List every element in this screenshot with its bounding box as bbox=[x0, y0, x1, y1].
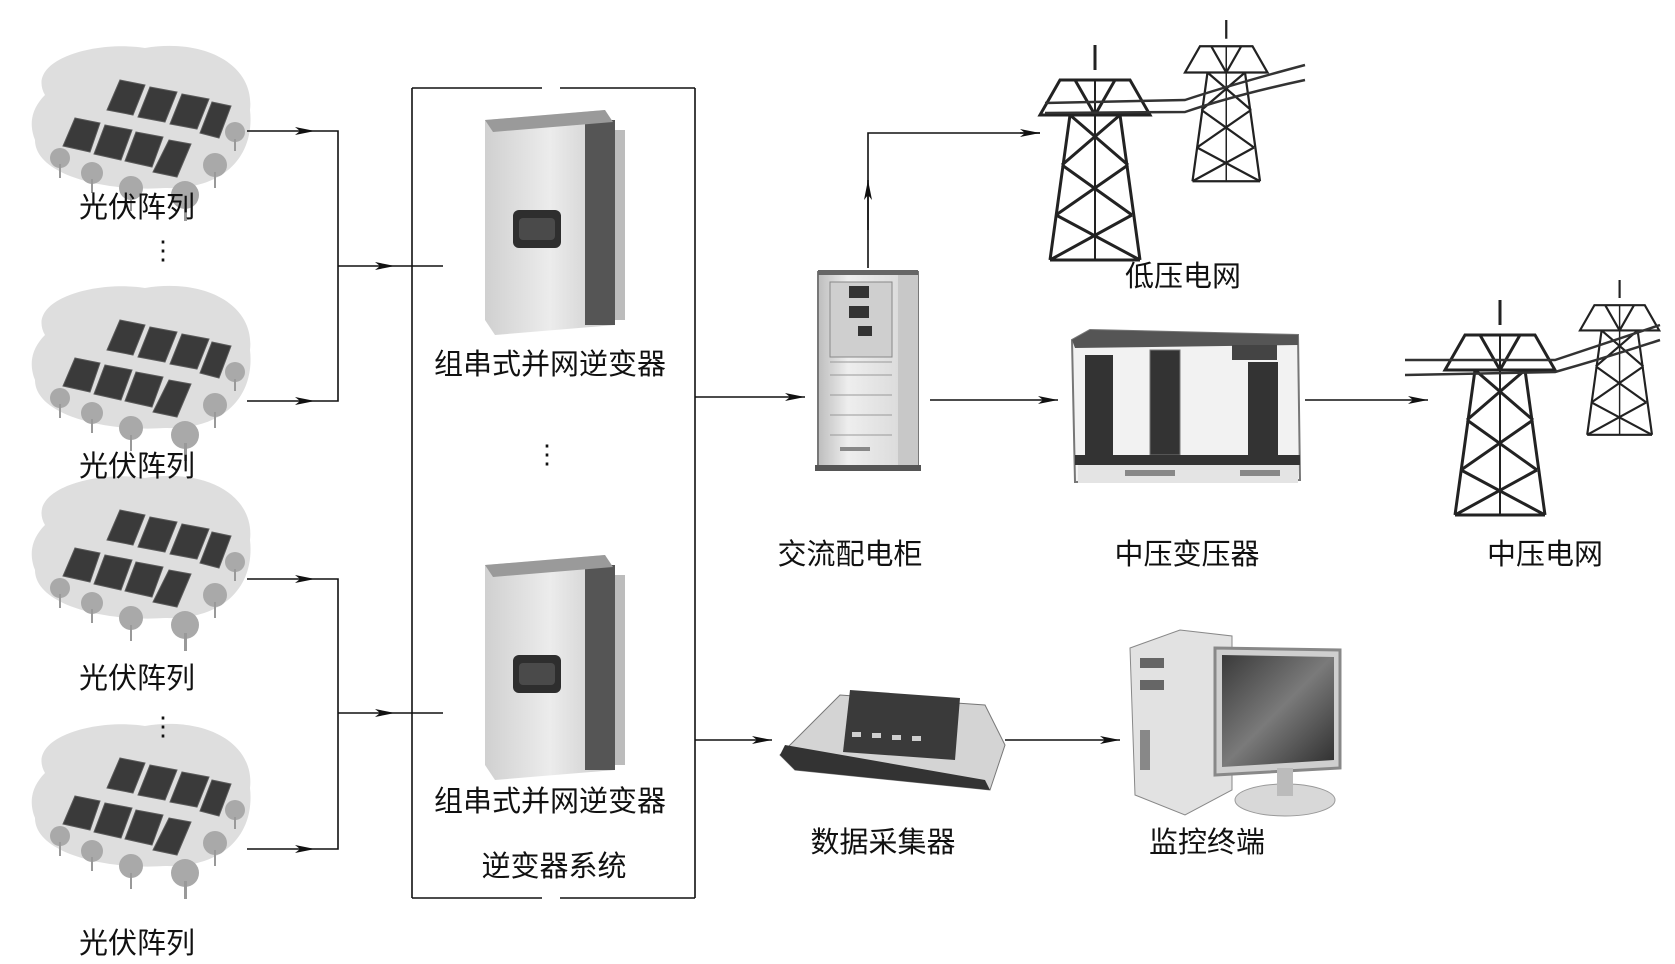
inverter-2-image bbox=[485, 555, 625, 780]
pv-array-4 bbox=[31, 723, 252, 900]
inverter-1-image bbox=[485, 110, 625, 335]
data-collector-label: 数据采集器 bbox=[810, 825, 956, 859]
low-voltage-grid-label: 低压电网 bbox=[1124, 259, 1242, 293]
mv-transformer-image bbox=[1070, 328, 1302, 484]
mv-grid-label: 中压电网 bbox=[1486, 537, 1604, 571]
connector-group-2 bbox=[247, 575, 443, 853]
ellipsis-pv-2: ⋮ bbox=[150, 712, 176, 742]
connector-group-1 bbox=[247, 127, 443, 405]
pv-array-3 bbox=[31, 475, 252, 652]
ac-cabinet-label: 交流配电柜 bbox=[777, 537, 923, 571]
inverter-system-label: 逆变器系统 bbox=[481, 849, 627, 883]
monitor-terminal-label: 监控终端 bbox=[1148, 825, 1266, 859]
monitor-terminal-image bbox=[1129, 629, 1342, 817]
pv-array-label-4: 光伏阵列 bbox=[78, 926, 196, 960]
arrow-to-low-voltage-grid bbox=[867, 132, 1040, 268]
inverter-label-1: 组串式并网逆变器 bbox=[433, 347, 667, 381]
mv-grid-image bbox=[1404, 278, 1661, 517]
mv-transformer-label: 中压变压器 bbox=[1114, 537, 1260, 571]
pv-array-label-3: 光伏阵列 bbox=[78, 661, 196, 695]
pv-array-label-1: 光伏阵列 bbox=[78, 190, 196, 224]
inverter-system-box bbox=[411, 87, 696, 899]
ac-cabinet-image bbox=[815, 270, 921, 471]
pv-array-label-2: 光伏阵列 bbox=[78, 449, 196, 483]
ellipsis-inverter: ⋮ bbox=[534, 440, 560, 470]
bracket-line bbox=[315, 130, 339, 402]
pv-array-2 bbox=[31, 285, 252, 462]
data-collector-image bbox=[779, 690, 1006, 791]
inverter-label-2: 组串式并网逆变器 bbox=[433, 784, 667, 818]
low-voltage-grid-image bbox=[1038, 18, 1306, 262]
bracket-line bbox=[315, 578, 339, 850]
ellipsis-pv-1: ⋮ bbox=[150, 236, 176, 266]
